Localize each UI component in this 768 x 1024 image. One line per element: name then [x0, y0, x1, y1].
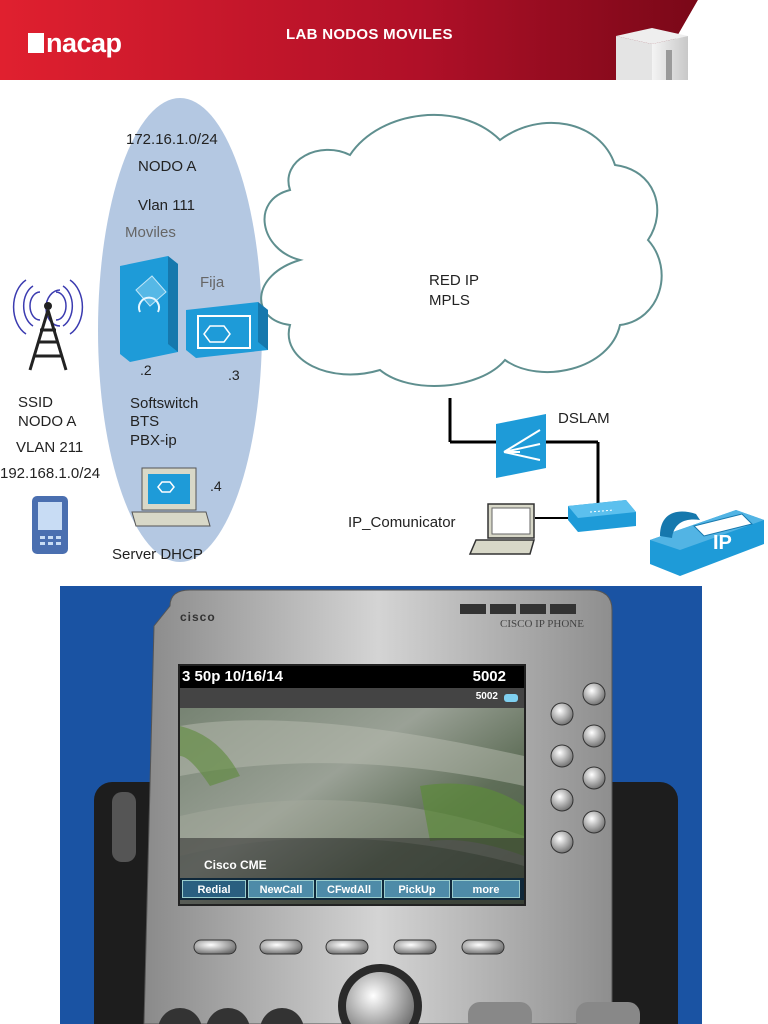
- ip-communicator-label: IP_Comunicator: [348, 514, 456, 531]
- wireless-nodo-label: NODO A: [18, 413, 77, 430]
- dslam-label: DSLAM: [558, 410, 610, 427]
- moviles-label: Moviles: [125, 224, 176, 241]
- line-strip: 5002: [180, 688, 524, 708]
- softkey-pickup[interactable]: PickUp: [384, 880, 450, 898]
- wireless-subnet-label: 192.168.1.0/24: [0, 465, 101, 482]
- softkey-redial[interactable]: Redial: [182, 880, 246, 898]
- softswitch-label: Softswitch: [130, 395, 199, 412]
- ip-phone-icon: [650, 510, 764, 576]
- nodo-a-name-label: NODO A: [138, 158, 197, 175]
- network-diagram: [12, 98, 764, 576]
- cisco-logo: cisco: [180, 610, 216, 624]
- server-address-label: .4: [210, 478, 222, 494]
- wireless-vlan-label: VLAN 211: [16, 439, 84, 456]
- screen-extension: 5002: [472, 668, 506, 685]
- fija-label: Fija: [200, 274, 225, 291]
- bts-label: BTS: [130, 413, 160, 430]
- router-address-label: .3: [228, 367, 240, 383]
- router-icon: [186, 302, 268, 358]
- softswitch-address-label: .2: [140, 362, 152, 378]
- nodo-a-vlan-label: Vlan 111: [138, 197, 195, 214]
- screen-status-bar: 3 50p 10/16/14 5002: [180, 666, 524, 688]
- server-dhcp-icon: [131, 467, 211, 527]
- server-dhcp-label: Server DHCP: [112, 546, 203, 563]
- laptop-icon: [468, 503, 535, 555]
- cloud-label-red-ip: RED IP: [429, 272, 480, 289]
- softkey-more[interactable]: more: [452, 880, 520, 898]
- mobile-phone-icon: [32, 496, 68, 554]
- pbx-ip-label: PBX-ip: [130, 432, 177, 449]
- header-banner: nacap LAB NODOS MOVILES: [0, 0, 768, 80]
- mpls-cloud: [260, 113, 663, 387]
- phone-screen: 3 50p 10/16/14 5002 5002 Cisco CME Redia…: [178, 664, 526, 906]
- inacap-logo: nacap: [28, 28, 122, 59]
- dslam-icon: [496, 414, 546, 478]
- page-title: LAB NODOS MOVILES: [286, 26, 453, 43]
- ip-phone-badge: IP: [713, 532, 732, 554]
- ssid-label: SSID: [18, 394, 54, 411]
- nodo-a-subnet-label: 172.16.1.0/24: [126, 131, 218, 148]
- system-name: Cisco CME: [204, 858, 267, 872]
- cloud-label-mpls: MPLS: [429, 292, 470, 309]
- nodo-a-ellipse: [98, 98, 262, 562]
- window-controls: [460, 604, 576, 614]
- modem-icon: [568, 500, 636, 532]
- phone-model-label: CISCO IP PHONE: [500, 618, 584, 630]
- softkey-bar: Redial NewCall CFwdAll PickUp more: [180, 878, 524, 900]
- phone-line-icon: [504, 694, 518, 702]
- softkey-cfwdall[interactable]: CFwdAll: [316, 880, 382, 898]
- screen-time-date: 3 50p 10/16/14: [182, 668, 283, 685]
- softswitch-icon: [120, 256, 178, 362]
- softkey-newcall[interactable]: NewCall: [248, 880, 314, 898]
- antenna-tower-icon: [12, 279, 84, 371]
- header-background: [0, 0, 768, 80]
- line-1-extension[interactable]: 5002: [475, 691, 498, 702]
